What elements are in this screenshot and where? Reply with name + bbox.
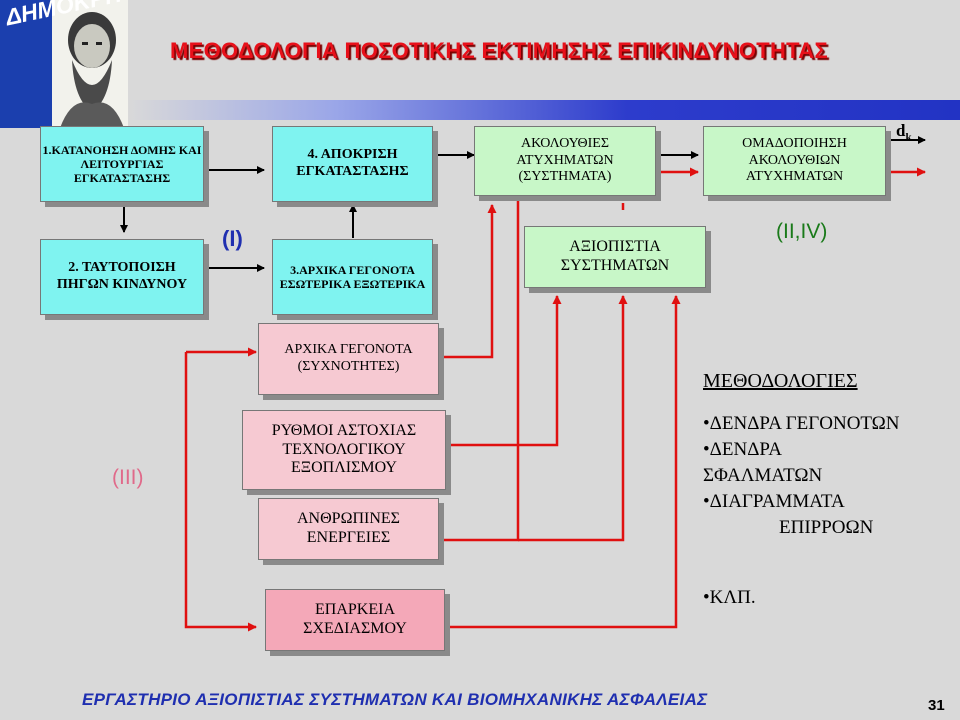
- stage-label-I: (I): [222, 226, 243, 251]
- arrow-rates-to-rel: [446, 295, 562, 447]
- box-accident-sequences: ΑΚΟΛΟΥΘΙΕΣ ΑΤΥΧΗΜΑΤΩΝ (ΣΥΣΤΗΜΑΤΑ): [474, 126, 656, 196]
- box-equipment-failure-rates: ΡΥΘΜΟΙ ΑΣΤΟΧΙΑΣ ΤΕΧΝΟΛΟΓΙΚΟΥ ΕΞΟΠΛΙΣΜΟΥ: [242, 410, 446, 490]
- title-band: [128, 100, 960, 120]
- page-title: ΜΕΘΟΔΟΛΟΓΙΑ ΠΟΣΟΤΙΚΗΣ ΕΚΤΙΜΗΣΗΣ ΕΠΙΚΙΝΔΥ…: [170, 38, 828, 63]
- arrow-freq-to-seq: [440, 204, 497, 359]
- box-initial-events-types: 3.ΑΡΧΙΚΑ ΓΕΓΟΝΟΤΑ ΕΣΩΤΕΡΙΚΑ ΕΞΩΤΕΡΙΚΑ: [272, 239, 433, 315]
- method-item: •ΔΕΝΔΡΑ ΓΕΓΟΝΟΤΩΝ: [703, 413, 900, 434]
- page-number: 31: [928, 697, 945, 714]
- box-system-reliability: ΑΞΙΟΠΙΣΤΙΑ ΣΥΣΤΗΜΑΤΩΝ: [524, 226, 706, 288]
- method-item: ΕΠΙΡΡΟΩΝ: [779, 517, 874, 538]
- box-sequence-grouping: ΟΜΑΔΟΠΟΙΗΣΗ ΑΚΟΛΟΥΘΙΩΝ ΑΤΥΧΗΜΑΤΩΝ: [703, 126, 886, 196]
- box-human-actions: ΑΝΘΡΩΠΙΝΕΣ ΕΝΕΡΓΕΙΕΣ: [258, 498, 439, 560]
- method-item-other: •ΚΛΠ.: [703, 587, 756, 608]
- box-initial-events-frequencies: ΑΡΧΙΚΑ ΓΕΓΟΝΟΤΑ (ΣΥΧΝΟΤΗΤΕΣ): [258, 323, 439, 395]
- box-design-adequacy: ΕΠΑΡΚΕΙΑ ΣΧΕΔΙΑΣΜΟΥ: [265, 589, 445, 651]
- dk-output-label: dk: [896, 121, 912, 144]
- method-item: •ΔΕΝΔΡΑ: [703, 439, 782, 460]
- footer-lab-name: ΕΡΓΑΣΤΗΡΙΟ ΑΞΙΟΠΙΣΤΙΑΣ ΣΥΣΤΗΜΑΤΩΝ ΚΑΙ ΒΙ…: [82, 690, 708, 709]
- democritus-logo: ΔΗΜΟΚΡΙΤΟΣ: [0, 0, 128, 128]
- methods-title: ΜΕΘΟΔΟΛΟΓΙΕΣ: [703, 370, 858, 392]
- box-plant-understanding: 1.ΚΑΤΑΝΟΗΣΗ ΔΟΜΗΣ ΚΑΙ ΛΕΙΤΟΥΡΓΙΑΣ ΕΓΚΑΤΑ…: [40, 126, 204, 202]
- arrow-III-bracket: [184, 352, 257, 632]
- method-item: •ΔΙΑΓΡΑΜΜΑΤΑ: [703, 491, 845, 512]
- stage-label-II-IV: (II,IV): [776, 220, 828, 243]
- arrow-human-to-rel: [518, 295, 628, 542]
- box-plant-response: 4. ΑΠΟΚΡΙΣΗ ΕΓΚΑΤΑΣΤΑΣΗΣ: [272, 126, 433, 202]
- logo-portrait: [52, 0, 128, 128]
- method-item: ΣΦΑΛΜΑΤΩΝ: [703, 465, 823, 486]
- box-hazard-identification: 2. ΤΑΥΤΟΠΟΙΣΗ ΠΗΓΩΝ ΚΙΝΔΥΝΟΥ: [40, 239, 204, 315]
- arrow-design-to-rel: [446, 295, 681, 629]
- methods-panel: ΜΕΘΟΔΟΛΟΓΙΕΣ •ΔΕΝΔΡΑ ΓΕΓΟΝΟΤΩΝ •ΔΕΝΔΡΑ Σ…: [703, 370, 953, 611]
- stage-label-III: (III): [112, 466, 144, 489]
